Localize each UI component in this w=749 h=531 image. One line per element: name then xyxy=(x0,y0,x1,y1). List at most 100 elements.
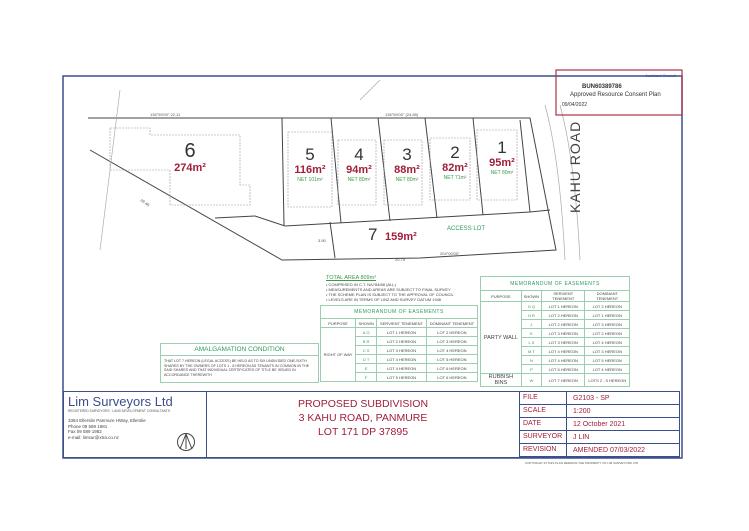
info-label: SCALE xyxy=(520,405,567,417)
firm-logo xyxy=(177,433,195,451)
note: • LEVELS ARE IN TERMS OF LINZ AND SURVEY… xyxy=(326,297,442,302)
consent-date: 09/04/2022 xyxy=(562,102,588,108)
amalgamation-text: THAT LOT 7 HEREON (LEGAL ACCESS) BE HELD… xyxy=(164,359,310,377)
firm-email: e-mail: limsur@xtra.co.nz xyxy=(68,434,119,440)
lot-3: 3 88m² NET 80m² xyxy=(385,145,429,184)
table-cell: LOT 5 HEREON xyxy=(541,364,586,374)
table-cell: LOT 2 HEREON xyxy=(541,310,586,320)
council-logo: Auckland Council xyxy=(645,73,676,78)
table-cell: LOT 5 HEREON xyxy=(376,372,427,382)
firm-tagline: REGISTERED SURVEYORS · LAND DEVELOPMENT … xyxy=(68,409,170,413)
table-cell: W xyxy=(520,373,543,387)
table-cell: A O xyxy=(355,327,378,337)
table-cell: E xyxy=(355,363,378,373)
note: • COMPRISED IN C.T. NA784/88 (ALL) xyxy=(326,282,396,287)
bearing-bottom: 204°00'00" xyxy=(440,251,460,256)
lot-4: 4 94m² NET 80m² xyxy=(337,145,381,184)
table-cell: LOT 2 HEREON xyxy=(425,327,479,337)
lot-3-net: NET 80m² xyxy=(395,177,419,183)
table-cell: J xyxy=(520,319,543,329)
approval-stamp: Auckland Council BUN60389786 Approved Re… xyxy=(560,72,680,114)
bearing-width: 3.50 xyxy=(318,238,326,243)
col-header: SERVIENT TENEMENT xyxy=(541,290,586,302)
info-label: FILE xyxy=(520,392,567,404)
lot-3-area: 88m² xyxy=(394,164,420,176)
table-cell: LOT 2 HEREON xyxy=(584,328,630,338)
road-kerb xyxy=(99,79,581,261)
table-cell: LOT 4 HEREON xyxy=(541,355,586,365)
table-cell: LOT 1 HEREON xyxy=(376,327,427,337)
amalgamation-title: AMALGAMATION CONDITION xyxy=(161,344,318,356)
table-cell: G Q xyxy=(520,301,543,311)
project-line-3: LOT 171 DP 37895 xyxy=(317,426,409,438)
lot-5-net: NET 101m² xyxy=(297,177,323,183)
table-cell: RIGHT OF WAY xyxy=(319,327,357,382)
table-cell: F xyxy=(355,372,378,382)
table-title: MEMORANDUM OF EASEMENTS xyxy=(480,276,630,291)
table-cell: LOT 4 HEREON xyxy=(376,354,427,364)
col-header: SHOWN xyxy=(355,318,378,328)
general-notes: TOTAL AREA 809m² • COMPRISED IN C.T. NA7… xyxy=(326,275,454,302)
table-cell: P xyxy=(520,364,543,374)
project-line-1: PROPOSED SUBDIVISION xyxy=(297,398,429,410)
info-label: SURVEYOR xyxy=(520,431,567,443)
table-cell: LOT 4 HEREON xyxy=(584,364,630,374)
consent-stamp-box xyxy=(555,69,683,116)
table-cell: LOT 4 HEREON xyxy=(541,346,586,356)
col-header: PURPOSE xyxy=(480,290,522,302)
table-cell: LOT 2 HEREON xyxy=(584,301,630,311)
consent-label: Approved Resource Consent Plan xyxy=(570,92,661,98)
firm-block: Lim Surveyors Ltd REGISTERED SURVEYORS ·… xyxy=(63,391,206,458)
table-cell: C S xyxy=(355,345,378,355)
road-name: KAHU ROAD xyxy=(567,120,583,213)
col-header: SHOWN xyxy=(520,290,543,302)
table-cell: LOTS 2 - 5 HEREON xyxy=(584,373,630,387)
lot-6: 6 274m² xyxy=(168,140,212,175)
lot-2: 2 82m² NET 71m² xyxy=(433,143,477,182)
lot-6-number: 6 xyxy=(184,140,196,162)
access-lot-label: ACCESS LOT xyxy=(447,226,486,232)
col-header: DOMINANT TENEMENT xyxy=(425,318,479,328)
col-header: DOMINANT TENEMENT xyxy=(584,290,630,302)
lot-1: 1 95m² NET 80m² xyxy=(480,138,524,177)
info-label: REVISION xyxy=(520,444,567,456)
table-cell: M T xyxy=(520,346,543,356)
table-cell: L S xyxy=(520,337,543,347)
lot-5: 5 116m² NET 101m² xyxy=(288,145,332,184)
note: • THE SCHEME PLAN IS SUBJECT TO THE APPR… xyxy=(326,292,454,297)
table-cell: LOT 4 HEREON xyxy=(425,345,479,355)
table-cell: LOT 3 HEREON xyxy=(425,336,479,346)
bearing-top-left: 136°59'00" 22.11 xyxy=(150,112,181,117)
table-cell: LOT 4 HEREON xyxy=(376,363,427,373)
lot-3-number: 3 xyxy=(402,145,412,164)
lot-2-net: NET 71m² xyxy=(443,175,467,181)
building-outlines xyxy=(109,127,518,208)
firm-fax: Fax 09 589 1982 xyxy=(68,429,102,434)
col-header: SERVIENT TENEMENT xyxy=(376,318,427,328)
lot-5-area: 116m² xyxy=(294,164,326,176)
lot-4-area: 94m² xyxy=(346,164,372,176)
info-label: DATE xyxy=(520,418,567,430)
table-cell: LOT 2 HEREON xyxy=(376,336,427,346)
lot-1-area: 95m² xyxy=(489,157,515,169)
table-cell: K xyxy=(520,328,543,338)
table-cell: LOT 4 HEREON xyxy=(584,337,630,347)
lot-5-number: 5 xyxy=(305,145,315,164)
lot-2-number: 2 xyxy=(450,143,460,162)
lot-7-number: 7 xyxy=(368,225,378,244)
table-cell: H R xyxy=(520,310,543,320)
drawing-frame xyxy=(62,75,683,459)
info-row: FILE G2103 - SP xyxy=(520,392,679,405)
lot-6-area: 274m² xyxy=(174,162,206,174)
info-value: G2103 - SP xyxy=(573,394,610,402)
table-cell: LOT 1 HEREON xyxy=(541,301,586,311)
lot-boundaries xyxy=(88,117,557,261)
amalgamation-box: AMALGAMATION CONDITION THAT LOT 7 HEREON… xyxy=(160,343,319,383)
firm-address: 3384 Ellerslie Panmure HWay, Ellerslie xyxy=(68,418,146,423)
lot-1-net: NET 80m² xyxy=(490,170,514,176)
